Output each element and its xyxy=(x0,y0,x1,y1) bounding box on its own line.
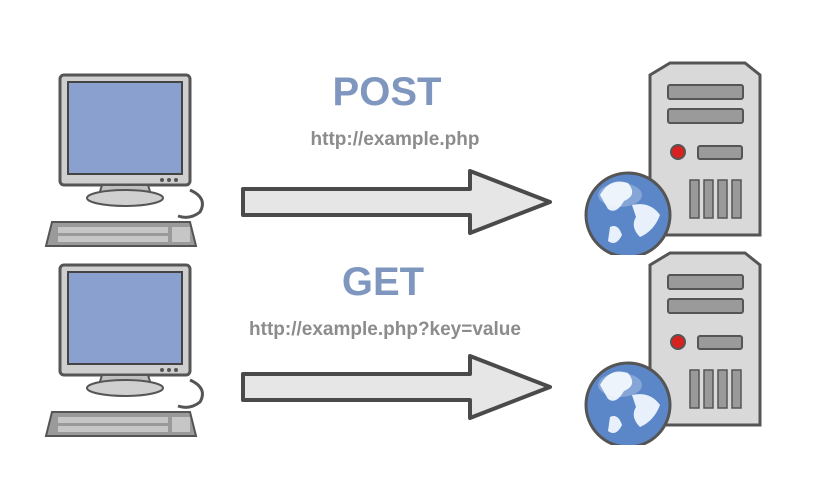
post-request-row: POST http://example.php xyxy=(0,0,827,255)
server-icon xyxy=(584,61,762,255)
arrow-right-icon xyxy=(241,169,552,235)
server-icon xyxy=(584,251,762,445)
get-method-label: GET xyxy=(341,260,425,304)
post-method-label: POST xyxy=(332,70,442,114)
globe-icon xyxy=(584,171,672,255)
get-request-row: GET http://example.php?key=value xyxy=(0,190,827,445)
computer-icon xyxy=(44,263,204,437)
arrow-right-icon xyxy=(241,354,552,420)
globe-icon xyxy=(584,361,672,445)
post-url-label: http://example.php xyxy=(310,129,480,150)
get-url-label: http://example.php?key=value xyxy=(249,319,521,340)
computer-icon xyxy=(44,73,204,247)
